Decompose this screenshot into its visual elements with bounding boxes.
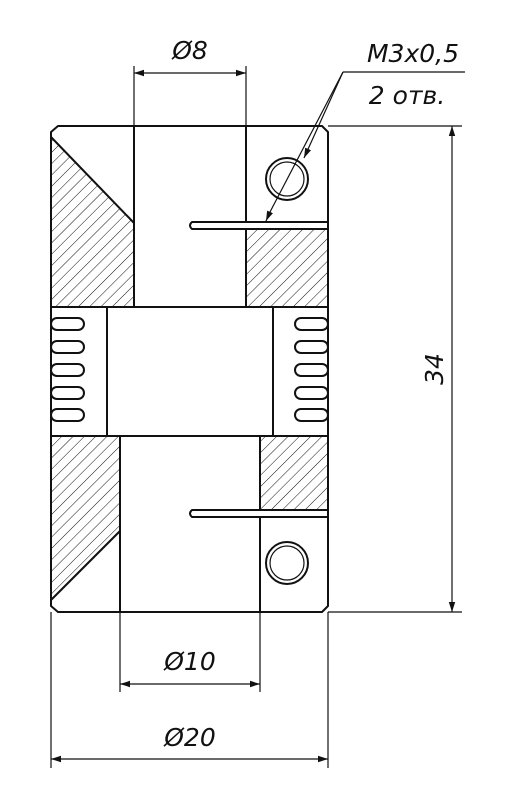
- section-hatching: [50, 137, 329, 600]
- hatch-upper-left: [51, 137, 134, 307]
- dimension-outer-diameter: Ø20: [50, 612, 329, 768]
- threaded-hole-lower: [265, 541, 309, 585]
- bore-large-label: Ø10: [163, 647, 216, 676]
- upper-clamp-slot: [189, 221, 328, 230]
- length-label: 34: [420, 353, 449, 385]
- hatch-lower-right: [260, 436, 328, 510]
- dimension-length: 34: [328, 125, 462, 613]
- lower-diagonal: [50, 530, 121, 601]
- hatch-upper-right: [246, 229, 328, 307]
- bore-small-label: Ø8: [171, 36, 208, 65]
- part-outline: [50, 125, 329, 613]
- hatch-lower-left: [51, 436, 120, 600]
- relief-fingers-left: [50, 317, 85, 422]
- central-cavity: [106, 306, 274, 437]
- outer-diameter-label: Ø20: [163, 723, 216, 752]
- hole-count-label: 2 отв.: [369, 81, 445, 110]
- threaded-hole-upper: [265, 157, 309, 201]
- relief-fingers-right: [294, 317, 329, 422]
- thread-label: M3x0,5: [367, 39, 459, 68]
- outer-contour: [50, 125, 329, 613]
- dimension-bore-large: Ø10: [119, 612, 261, 692]
- thread-callout: M3x0,5 2 отв.: [265, 39, 465, 222]
- upper-diagonal: [50, 136, 135, 224]
- lower-clamp-slot: [189, 509, 328, 518]
- dimension-bore-small: Ø8: [133, 36, 247, 126]
